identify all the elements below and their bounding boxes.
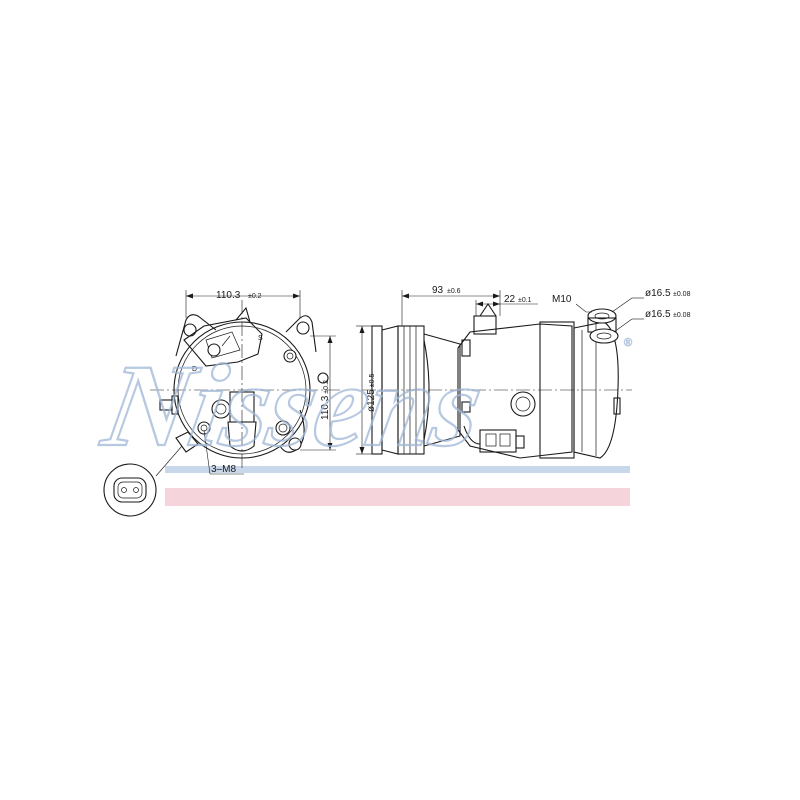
- thread-label-m10: M10: [552, 294, 572, 305]
- side-diameter-dim-value: ø125: [366, 389, 377, 412]
- port-dim-2-value: ø16.5: [645, 309, 671, 320]
- front-height-dim-tol: ±0.2: [323, 380, 330, 394]
- port-letter-s: S: [258, 335, 263, 342]
- front-view: 110.3 ±0.2 110.3±0.2 D S 3–M8: [150, 290, 340, 475]
- watermark-registered-mark: ®: [624, 337, 632, 349]
- front-height-dim: 110.3±0.2: [320, 380, 331, 420]
- brand-stripe-pink: [165, 488, 630, 506]
- brand-watermark: Nissens ®: [92, 337, 633, 472]
- side-view: 93 ±0.6 22 ±0.1 ø125±0.5 M10 ø16.5 ±0.08…: [356, 285, 691, 459]
- watermark-logo: Nissens: [93, 340, 492, 471]
- port-dim-1-value: ø16.5: [645, 288, 671, 299]
- side-diameter-dim: ø125±0.5: [366, 374, 377, 412]
- front-width-dim-value: 110.3: [216, 290, 241, 301]
- side-offset-dim-tol: ±0.1: [518, 297, 532, 304]
- front-width-dim-tol: ±0.2: [248, 293, 262, 300]
- port-dim-2-tol: ±0.08: [673, 312, 691, 319]
- thread-callout-m8: 3–M8: [211, 464, 236, 475]
- side-diameter-dim-tol: ±0.5: [369, 374, 376, 388]
- brand-stripe-blue: [165, 466, 630, 473]
- side-offset-dim-value: 22: [504, 294, 516, 305]
- port-letter-d: D: [192, 366, 197, 373]
- front-height-dim-value: 110.3: [320, 395, 331, 420]
- port-dim-1-tol: ±0.08: [673, 291, 691, 298]
- side-length-dim-tol: ±0.6: [447, 288, 461, 295]
- side-length-dim-value: 93: [432, 285, 444, 296]
- connector-plug-detail: [103, 445, 183, 517]
